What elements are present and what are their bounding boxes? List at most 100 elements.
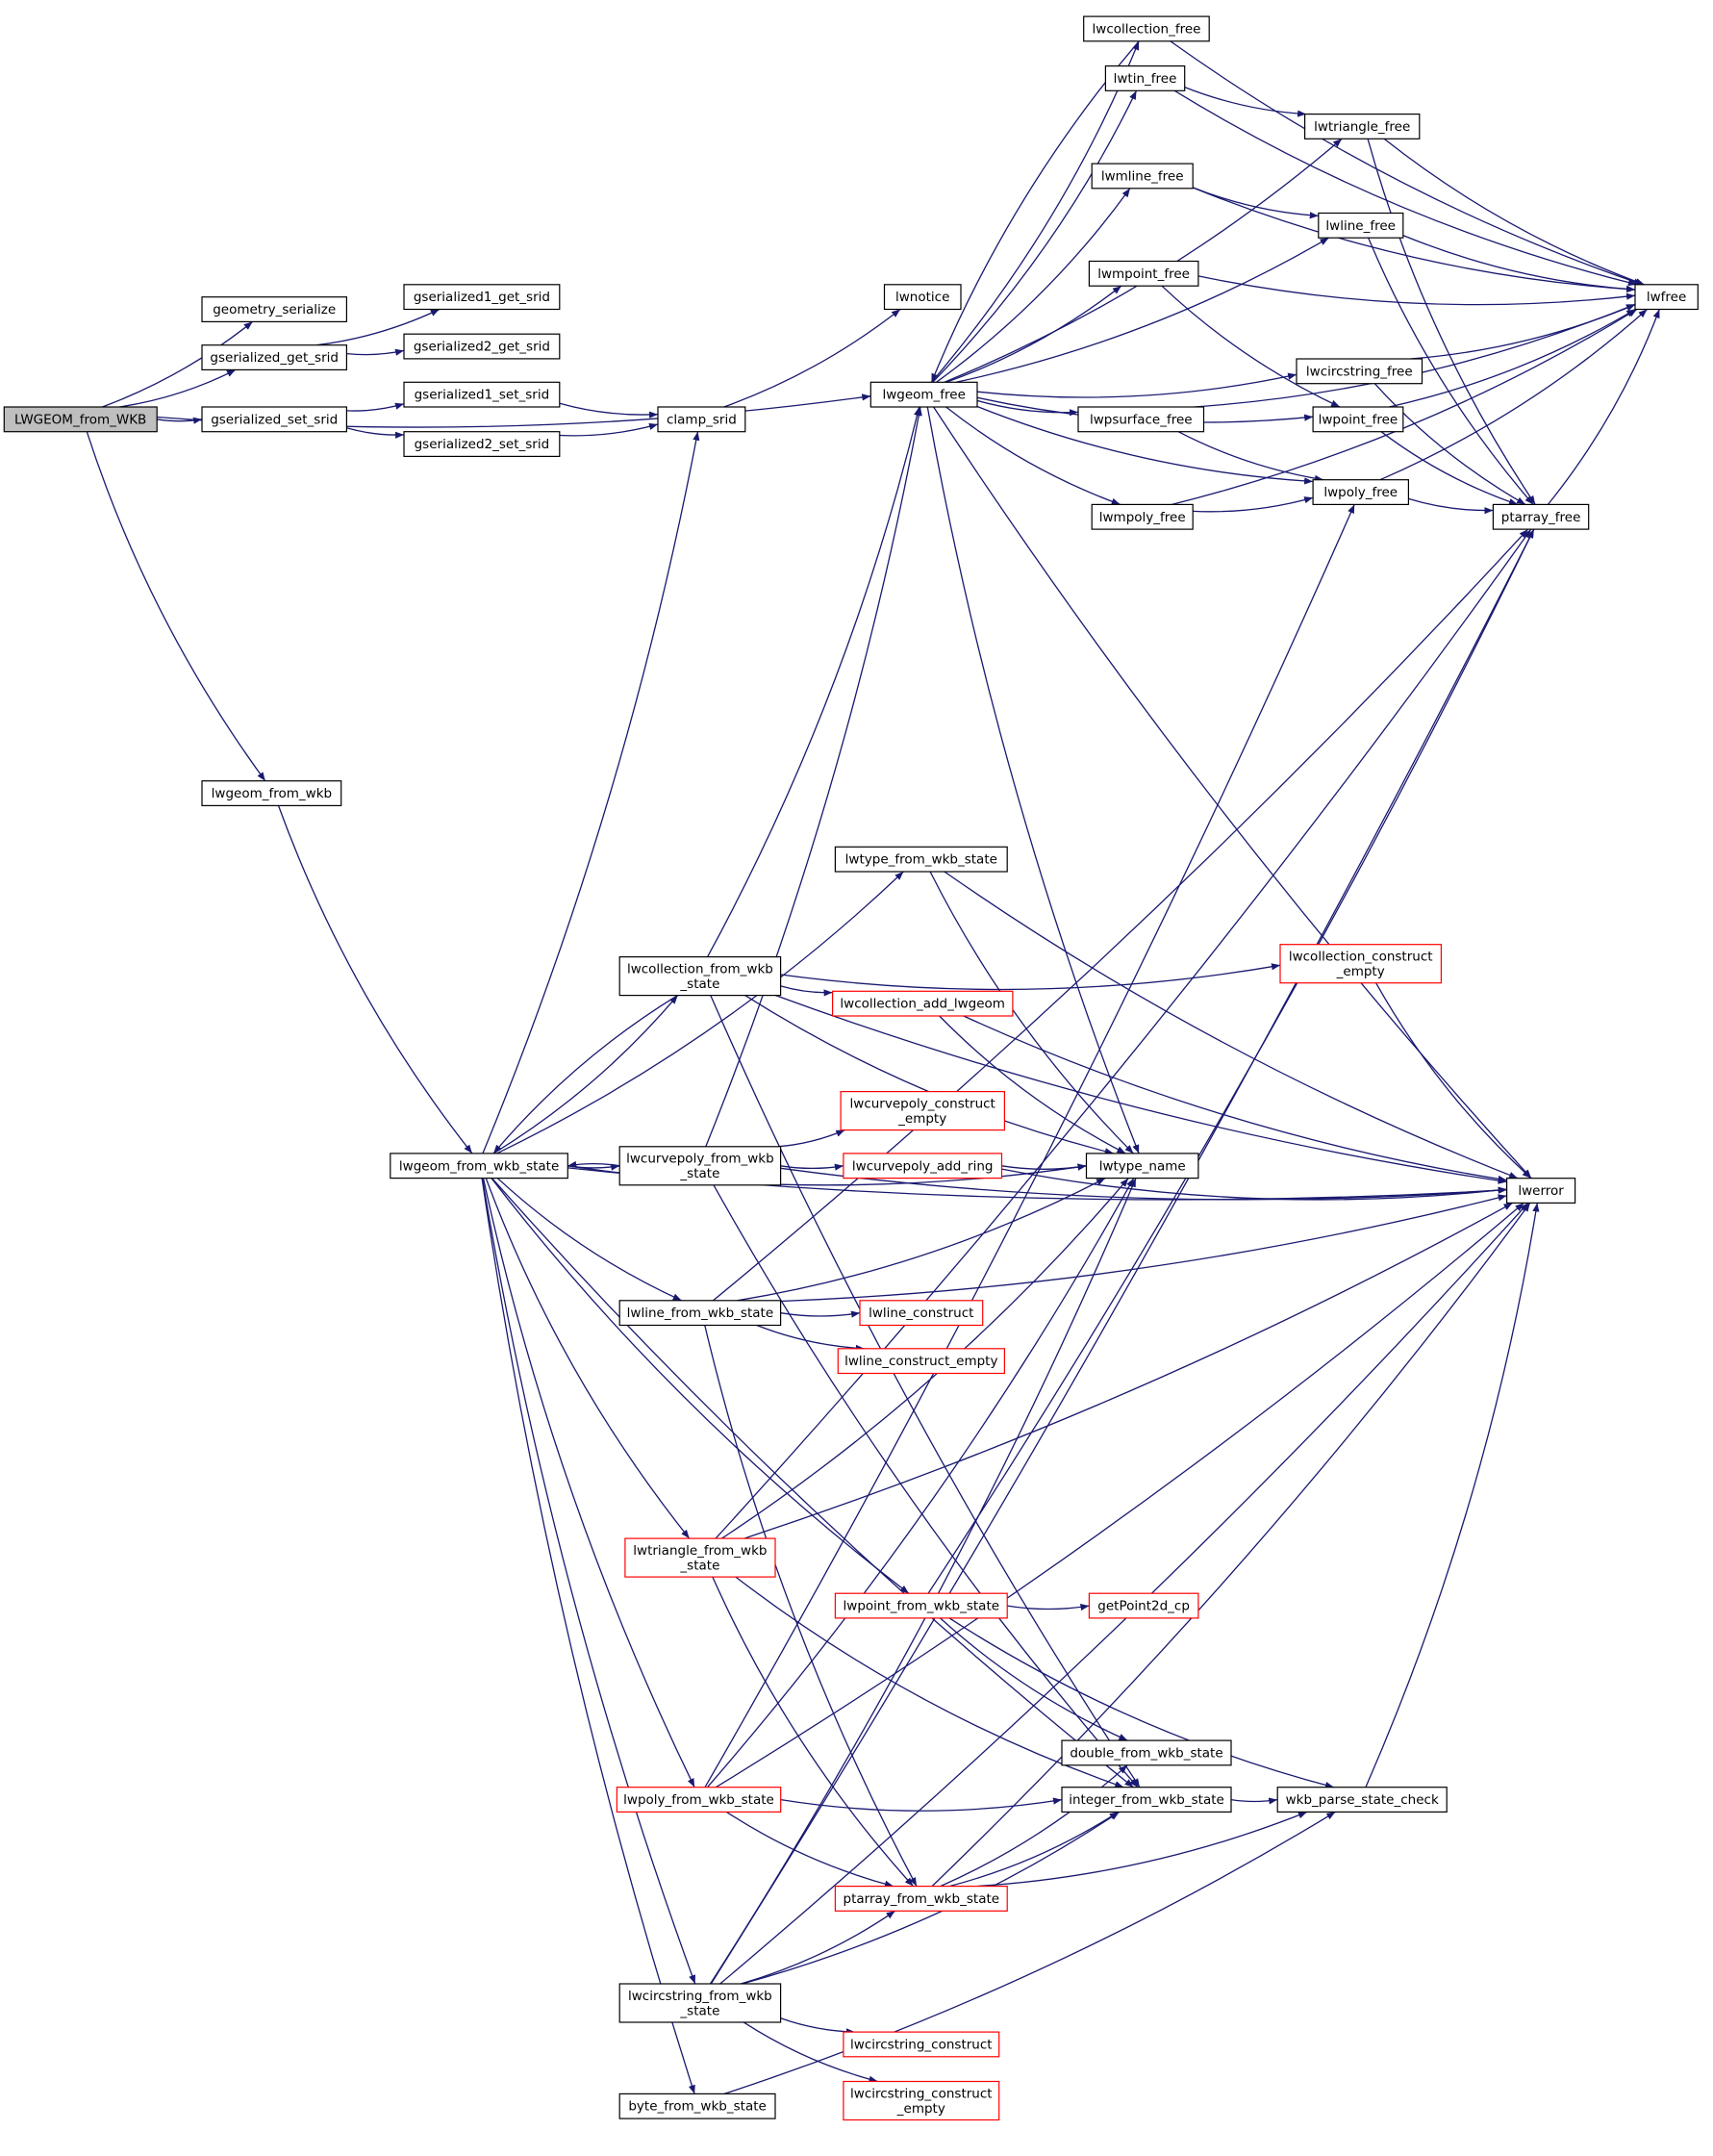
node-double-from-wkb-state[interactable]: double_from_wkb_state [1061, 1739, 1232, 1766]
edge-lwcollection-from-wkb-state-to-lwtype-name [744, 995, 1114, 1155]
node-box [403, 381, 561, 408]
node-lwerror[interactable]: lwerror [1505, 1178, 1576, 1204]
edge-lwline-free-to-ptarray-free [1368, 237, 1534, 505]
node-lwgeom-from-wkb-state[interactable]: lwgeom_from_wkb_state [390, 1153, 568, 1179]
edge-lwcollection-from-wkb-state-to-lwgeom-free [707, 406, 921, 957]
edge-gserialized1-set-srid-to-clamp-srid [559, 402, 659, 419]
edge-lwgeom-from-wkb-state-to-byte-from-wkb-state [481, 1178, 695, 2094]
node-box [840, 1090, 1005, 1131]
node-lwpoly-from-wkb-state[interactable]: lwpoly_from_wkb_state [616, 1787, 782, 1813]
node-geometry-serialize[interactable]: geometry_serialize [201, 296, 347, 323]
edge-integer-from-wkb-state-to-wkb-parse-state-check [1230, 1797, 1278, 1805]
node-lwtriangle-free[interactable]: lwtriangle_free [1303, 113, 1421, 140]
edge-lwline-from-wkb-state-to-lwtype-name [737, 1178, 1106, 1302]
node-label: lwnotice [895, 290, 949, 305]
node-lwnotice[interactable]: lwnotice [883, 284, 962, 311]
node-gserialized-get-srid[interactable]: gserialized_get_srid [201, 344, 347, 371]
edge-lwtin-free-to-lwfree [1173, 89, 1638, 287]
node-lwcircstring-construct[interactable]: lwcircstring_construct [843, 2031, 1000, 2058]
node-lwline-free[interactable]: lwline_free [1318, 212, 1404, 239]
edge-byte-from-wkb-state-to-wkb-parse-state-check [723, 1811, 1336, 2095]
node-label: LWGEOM_from_WKB [14, 412, 146, 427]
node-lwtype-from-wkb-state[interactable]: lwtype_from_wkb_state [834, 846, 1008, 873]
node-box [618, 1300, 782, 1327]
node-byte-from-wkb-state[interactable]: byte_from_wkb_state [618, 2093, 776, 2119]
node-lwpoint-from-wkb-state[interactable]: lwpoint_from_wkb_state [834, 1592, 1008, 1619]
node-lwcircstring-free[interactable]: lwcircstring_free [1296, 358, 1423, 385]
node-ptarray-free[interactable]: ptarray_free [1492, 503, 1590, 530]
node-lwtin-free[interactable]: lwtin_free [1104, 64, 1186, 91]
node-lwtriangle-from-wkb-state[interactable]: lwtriangle_from_wkb_state [624, 1537, 776, 1578]
edge-lwcurvepoly-from-wkb-state-to-lwcurvepoly-add-ring [780, 1163, 844, 1171]
node-box [390, 1153, 568, 1179]
node-lwline-from-wkb-state[interactable]: lwline_from_wkb_state [618, 1300, 782, 1327]
node-lwcurvepoly-from-wkb-state[interactable]: lwcurvepoly_from_wkb_state [618, 1146, 782, 1186]
node-lwcollection-add-lwgeom[interactable]: lwcollection_add_lwgeom [831, 990, 1014, 1017]
edge-lwcircstring-from-wkb-state-to-lwtype-name [709, 1178, 1137, 1985]
node-clamp-srid[interactable]: clamp_srid [657, 406, 746, 433]
node-box [834, 846, 1008, 873]
edge-lwcollection-construct-empty-to-lwerror [1375, 982, 1532, 1179]
edge-lwgeom-from-wkb-state-to-integer-from-wkb-state [491, 1178, 1134, 1788]
node-box [201, 344, 347, 371]
edge-lwgeom-from-wkb-to-gserialized-get-srid [118, 368, 237, 408]
node-gserialized1-get-srid[interactable]: gserialized1_get_srid [403, 284, 561, 311]
edge-wkb-parse-state-check-to-lwerror [1365, 1203, 1540, 1788]
edge-lwcollection-from-wkb-state-to-lwgeom-from-wkb-state [492, 995, 678, 1154]
node-lwgeom-from-wkb[interactable]: lwgeom_from_wkb [201, 780, 342, 807]
edge-lwtin-free-to-lwtriangle-free [1184, 86, 1307, 117]
node-box [1061, 1787, 1232, 1813]
node-lwcollection-construct-empty[interactable]: lwcollection_construct_empty [1279, 944, 1442, 984]
node-lwgeom-from-wkb[interactable]: LWGEOM_from_WKB [3, 406, 158, 433]
node-lwpsurface-free[interactable]: lwpsurface_free [1077, 406, 1205, 433]
node-gserialized-set-srid[interactable]: gserialized_set_srid [201, 406, 347, 433]
node-lwmline-free[interactable]: lwmline_free [1091, 163, 1194, 190]
edge-gserialized-set-srid-to-gserialized2-set-srid [346, 427, 405, 439]
node-box [1276, 1787, 1448, 1813]
node-lwcurvepoly-construct-empty[interactable]: lwcurvepoly_construct_empty [840, 1090, 1005, 1131]
node-gserialized2-set-srid[interactable]: gserialized2_set_srid [403, 431, 561, 458]
node-label: lwmline_free [1101, 168, 1184, 184]
node-gserialized1-set-srid[interactable]: gserialized1_set_srid [403, 381, 561, 408]
node-wkb-parse-state-check[interactable]: wkb_parse_state_check [1276, 1787, 1448, 1813]
node-box [1091, 163, 1194, 190]
node-box [1505, 1178, 1576, 1204]
node-box [1492, 503, 1590, 530]
edge-lwpoint-from-wkb-state-to-double-from-wkb-state [940, 1617, 1128, 1741]
node-box [1077, 406, 1205, 433]
edge-lwtriangle-from-wkb-state-to-lwerror [743, 1202, 1513, 1539]
node-lwline-construct[interactable]: lwline_construct [859, 1300, 984, 1327]
node-lwtype-name[interactable]: lwtype_name [1085, 1153, 1199, 1179]
node-lwcircstring-from-wkb-state[interactable]: lwcircstring_from_wkb_state [618, 1983, 782, 2023]
node-label: wkb_parse_state_check [1286, 1792, 1439, 1808]
edge-lwline-from-wkb-state-to-lwline-construct-empty [756, 1324, 865, 1352]
node-lwmpoint-free[interactable]: lwmpoint_free [1088, 260, 1199, 287]
node-lwline-construct-empty[interactable]: lwline_construct_empty [837, 1348, 1005, 1375]
node-box [843, 1153, 1003, 1179]
node-lwcurvepoly-add-ring[interactable]: lwcurvepoly_add_ring [843, 1153, 1003, 1179]
edge-lwpoly-from-wkb-state-to-integer-from-wkb-state [780, 1797, 1063, 1812]
node-ptarray-from-wkb-state[interactable]: ptarray_from_wkb_state [834, 1885, 1008, 1912]
edge-lwgeom-from-wkb-state-to-lwpoly-from-wkb-state [482, 1178, 695, 1788]
node-lwcollection-from-wkb-state[interactable]: lwcollection_from_wkb_state [618, 955, 782, 997]
node-label: _state [679, 977, 719, 992]
edge-lwpoint-free-to-ptarray-free [1380, 431, 1519, 506]
node-integer-from-wkb-state[interactable]: integer_from_wkb_state [1061, 1787, 1232, 1813]
node-gserialized2-get-srid[interactable]: gserialized2_get_srid [403, 333, 561, 360]
node-getpoint2d-cp[interactable]: getPoint2d_cp [1088, 1592, 1199, 1619]
edge-lwpoly-free-to-ptarray-free [1408, 497, 1494, 515]
node-lwmpoly-free[interactable]: lwmpoly_free [1091, 503, 1194, 530]
node-lwpoly-free[interactable]: lwpoly_free [1312, 479, 1409, 506]
node-lwfree[interactable]: lwfree [1634, 284, 1699, 311]
node-label: byte_from_wkb_state [628, 2099, 766, 2115]
node-lwcircstring-construct-empty[interactable]: lwcircstring_construct_empty [843, 2080, 1000, 2121]
node-lwgeom-free[interactable]: lwgeom_free [869, 381, 978, 408]
edge-lwcurvepoly-from-wkb-state-to-lwgeom-free [705, 406, 922, 1148]
node-lwpoint-free[interactable]: lwpoint_free [1312, 406, 1404, 433]
node-lwcollection-free[interactable]: lwcollection_free [1083, 15, 1210, 42]
edge-lwgeom-free-to-lwcollection-free [931, 40, 1140, 383]
edge-lwpoint-from-wkb-state-to-getpoint2d-cp [1007, 1603, 1090, 1611]
edge-lwcollection-add-lwgeom-to-lwerror [963, 1015, 1507, 1182]
node-box [403, 333, 561, 360]
